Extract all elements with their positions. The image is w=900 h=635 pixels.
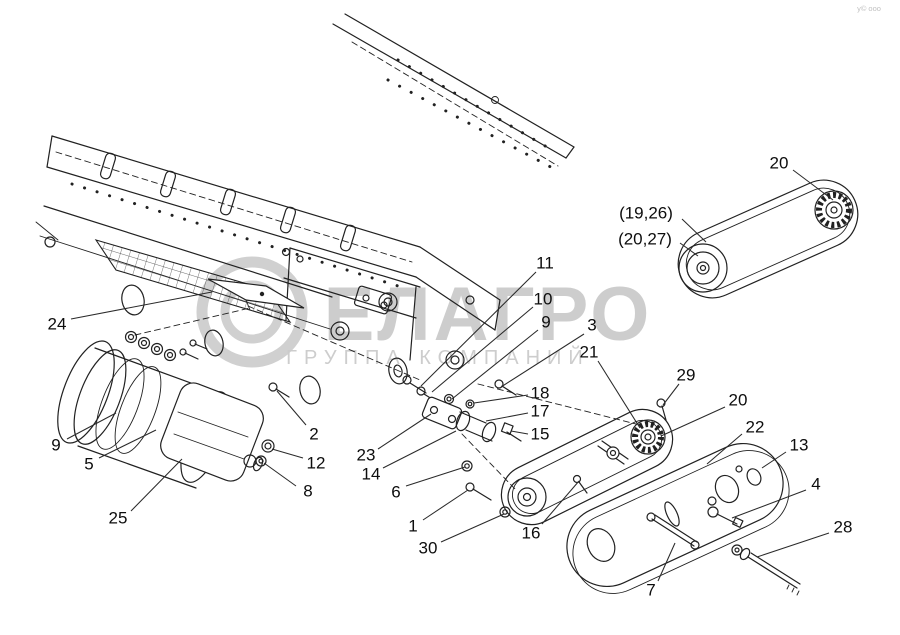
callout-label-4: 4	[811, 475, 820, 494]
callout-label-17: 17	[531, 402, 550, 421]
callout-leader-30	[440, 513, 505, 543]
callout-leader-8	[263, 462, 297, 487]
lower-swing-arm	[566, 442, 801, 596]
callout-leader-9	[66, 412, 117, 440]
callout-label-11: 11	[536, 254, 554, 273]
callout-leader-25	[130, 458, 183, 512]
callout-label-13: 13	[790, 436, 809, 455]
callout-label-9: 9	[541, 313, 550, 332]
middle-belt-drive	[500, 398, 674, 526]
callout-leader-20	[792, 169, 834, 201]
callout-label-23: 23	[357, 446, 376, 465]
callout-label-5: 5	[84, 455, 93, 474]
watermark-corner-mark: у© ооо	[857, 4, 881, 13]
callout-leader-4	[731, 489, 807, 519]
watermark-subtitle: ГРУППА КОМПАНИЙ	[286, 345, 590, 369]
callout-leader-17	[485, 412, 529, 422]
callout-leader-20	[660, 406, 726, 437]
callout-leader-18	[473, 394, 529, 404]
callout-label-20: 20	[729, 391, 748, 410]
callout-leader-6	[405, 466, 466, 487]
callout-leader-3	[500, 333, 585, 388]
watermark-logo-ring	[196, 256, 308, 368]
callout-label-2: 2	[309, 425, 318, 444]
upper-drive-arm	[677, 179, 859, 299]
callout-leader-11	[420, 271, 537, 387]
callout-leader-16	[541, 480, 580, 525]
callout-label-20: 20	[770, 154, 789, 173]
callout-leader-28	[756, 532, 830, 558]
callout-label-7: 7	[646, 581, 655, 600]
callout-leader-1926	[681, 218, 707, 243]
callout-leader-13	[761, 451, 787, 469]
callout-label-10: 10	[534, 290, 553, 309]
callout-label-21: 21	[580, 343, 599, 362]
callout-label-14: 14	[362, 465, 381, 484]
callout-label-6: 6	[391, 483, 400, 502]
callout-label-8: 8	[303, 482, 312, 501]
watermark: ЕЛАГРО ГРУППА КОМПАНИЙ у© ооо	[196, 4, 881, 369]
callout-label-12: 12	[307, 454, 326, 473]
callout-label-1: 1	[408, 517, 417, 536]
callout-label-2027: (20,27)	[618, 230, 672, 249]
callout-label-22: 22	[746, 418, 765, 437]
callout-label-18: 18	[531, 384, 550, 403]
mesh-guard	[94, 239, 292, 323]
callout-leader-7	[657, 542, 676, 582]
callout-label-24: 24	[48, 315, 67, 334]
tensioner-bracket-assembly	[402, 375, 522, 518]
callout-leader-23	[377, 413, 432, 450]
callout-leader-12	[271, 448, 304, 459]
callout-leader-15	[510, 430, 529, 435]
cover-plate	[207, 278, 305, 311]
callout-leader-9	[451, 329, 539, 400]
callout-label-30: 30	[419, 539, 438, 558]
callout-leader-2027	[679, 242, 699, 257]
callout-label-25: 25	[109, 509, 128, 528]
callout-leader-5	[98, 429, 157, 459]
callout-label-3: 3	[587, 316, 596, 335]
callout-leader-14	[382, 430, 457, 469]
callout-leader-22	[706, 433, 743, 465]
callout-leader-2	[276, 390, 307, 426]
callout-leader-21	[597, 360, 641, 429]
callout-label-9: 9	[51, 436, 60, 455]
callout-label-15: 15	[531, 425, 550, 444]
watermark-title: ЕЛАГРО	[324, 272, 653, 357]
gearbox	[160, 382, 264, 482]
chassis-frame	[35, 13, 637, 491]
motor-fasteners	[124, 330, 290, 467]
callout-leader-1	[422, 489, 469, 521]
callout-label-16: 16	[522, 524, 541, 543]
callout-label-29: 29	[677, 366, 696, 385]
callout-leader-10	[431, 306, 534, 393]
callout-label-1926: (19,26)	[619, 204, 673, 223]
hydraulic-motor	[57, 340, 230, 489]
callout-leader-29	[662, 383, 680, 406]
callout-leader-24	[70, 291, 213, 320]
callout-label-28: 28	[834, 518, 853, 537]
